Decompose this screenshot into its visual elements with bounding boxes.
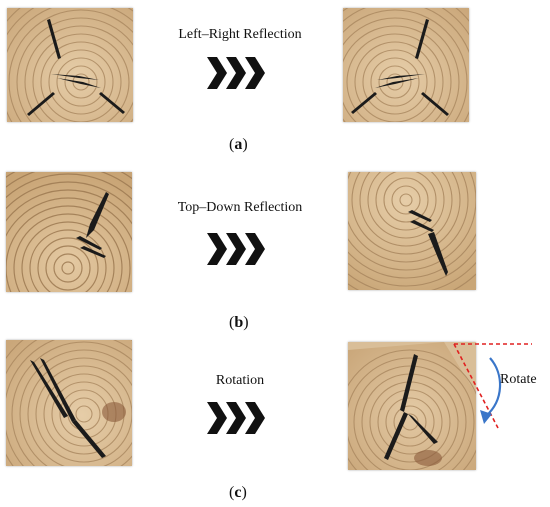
curved-arrow-icon: [480, 357, 502, 424]
transform-label-a: Left–Right Reflection: [178, 27, 302, 42]
caption-b: (b): [229, 314, 249, 331]
chevron-arrow-icon: [207, 233, 265, 265]
wood-image-a-transformed: [343, 8, 469, 122]
rotate-annotation: Rotate: [500, 372, 537, 387]
transform-label-c: Rotation: [215, 373, 265, 388]
wood-image-a-original: [7, 8, 133, 122]
wood-image-c-transformed: [348, 342, 476, 470]
chevron-arrow-icon: [207, 402, 265, 434]
wood-image-b-transformed: [348, 172, 476, 290]
wood-image-b-original: [6, 172, 132, 292]
caption-a: (a): [229, 136, 248, 153]
chevron-arrow-icon: [207, 57, 265, 89]
wood-image-c-original: [6, 340, 132, 466]
transform-label-b: Top–Down Reflection: [177, 200, 303, 215]
caption-c: (c): [229, 484, 247, 501]
